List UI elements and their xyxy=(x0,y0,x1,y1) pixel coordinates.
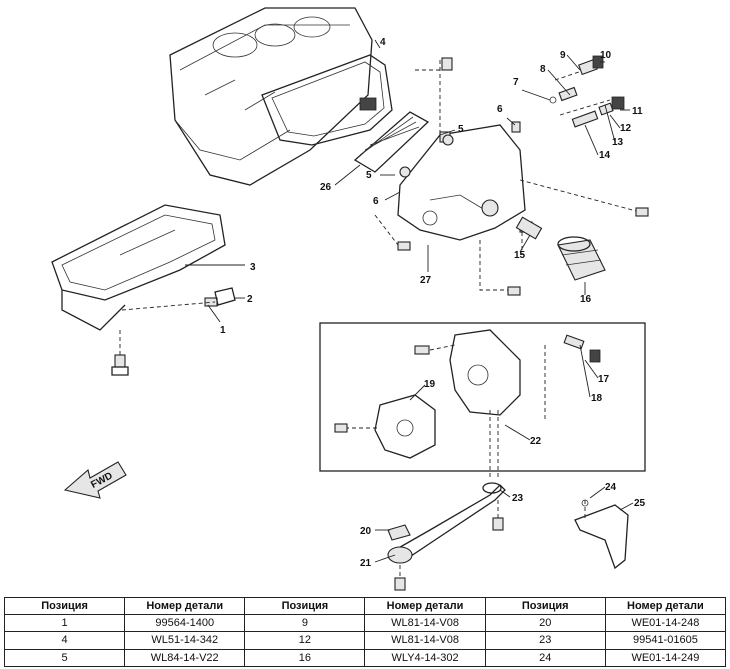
callout-22: 22 xyxy=(530,436,542,447)
oil-pan-3 xyxy=(51,204,236,331)
baffle-25 xyxy=(574,499,629,570)
drain-bolt xyxy=(111,301,216,376)
oil-strainer-21 xyxy=(387,482,506,591)
callout-17: 17 xyxy=(598,374,610,385)
part-numbers-table: Позиция Номер детали Позиция Номер детал… xyxy=(3,597,727,668)
callout-3: 3 xyxy=(250,262,256,273)
callout-24: 24 xyxy=(605,482,617,493)
table-cell: 1 xyxy=(3,613,126,633)
pump-cover-19 xyxy=(334,394,436,459)
callout-12: 12 xyxy=(620,123,632,134)
callout-labels: 1 2 3 4 5 5 6 6 7 8 9 10 11 12 13 14 15 … xyxy=(220,37,646,569)
table-cell: WE01-14-249 xyxy=(604,648,727,668)
callout-2: 2 xyxy=(247,294,253,305)
table-cell: WE01-14-248 xyxy=(604,613,727,633)
pump-inset-frame xyxy=(319,322,646,472)
header-position-3: Позиция xyxy=(484,597,606,615)
callout-25: 25 xyxy=(634,498,646,509)
callout-21: 21 xyxy=(360,558,372,569)
callout-15: 15 xyxy=(514,250,526,261)
callout-11: 11 xyxy=(632,106,643,117)
callout-23: 23 xyxy=(512,493,524,504)
callout-18: 18 xyxy=(591,393,603,404)
table-cell: 24 xyxy=(484,648,606,668)
table-cell: WL84-14-V22 xyxy=(124,648,246,668)
oil-pump-body xyxy=(397,57,526,241)
table-cell: 16 xyxy=(244,648,366,668)
header-position-1: Позиция xyxy=(3,597,126,615)
header-part-number-2: Номер детали xyxy=(364,597,486,615)
relief-valve-parts xyxy=(374,55,649,296)
table-cell: 4 xyxy=(3,631,126,650)
table-cell: WL81-14-V08 xyxy=(364,613,486,633)
table-cell: 12 xyxy=(244,631,366,650)
callout-7: 7 xyxy=(513,77,519,88)
callout-13: 13 xyxy=(612,137,624,148)
oil-cooler-26 xyxy=(353,111,430,173)
table-cell: WLY4-14-302 xyxy=(364,648,486,668)
table-cell: WL81-14-V08 xyxy=(364,631,486,650)
table-cell: 9 xyxy=(244,613,366,633)
callout-26: 26 xyxy=(320,182,332,193)
callout-6a: 6 xyxy=(373,196,379,207)
header-part-number-3: Номер детали xyxy=(604,597,727,615)
header-position-2: Позиция xyxy=(244,597,366,615)
table-cell: 20 xyxy=(484,613,606,633)
pump-connector-lines xyxy=(489,410,499,480)
gasket-4 xyxy=(261,54,393,146)
oil-pump-22 xyxy=(414,329,601,420)
table-cell: 5 xyxy=(3,648,126,668)
table-cell: WL51-14-342 xyxy=(124,631,246,650)
header-part-number-1: Номер детали xyxy=(124,597,246,615)
callout-14: 14 xyxy=(599,150,611,161)
table-cell: 99564-1400 xyxy=(124,613,246,633)
callout-27: 27 xyxy=(420,275,432,286)
oil-filter-16 xyxy=(557,236,606,281)
callout-1: 1 xyxy=(220,325,226,336)
table-cell: 99541-01605 xyxy=(604,631,727,650)
table-row: 5 WL84-14-V22 16 WLY4-14-302 24 WE01-14-… xyxy=(3,648,727,668)
table-row: 4 WL51-14-342 12 WL81-14-V08 23 99541-01… xyxy=(3,631,727,650)
engine-block xyxy=(169,7,373,186)
callout-10: 10 xyxy=(600,50,612,61)
table-cell: 23 xyxy=(484,631,606,650)
table-header-row: Позиция Номер детали Позиция Номер детал… xyxy=(3,597,727,615)
callout-8: 8 xyxy=(540,64,546,75)
callout-6b: 6 xyxy=(497,104,503,115)
oil-pressure-switch-15 xyxy=(515,216,543,240)
callout-5a: 5 xyxy=(458,124,464,135)
exploded-parts-diagram: FWD 1 2 3 4 5 xyxy=(51,7,649,591)
callout-9: 9 xyxy=(560,50,566,61)
table-row: 1 99564-1400 9 WL81-14-V08 20 WE01-14-24… xyxy=(3,613,727,633)
leader-lines xyxy=(185,39,634,563)
callout-16: 16 xyxy=(580,294,592,305)
callout-20: 20 xyxy=(360,526,372,537)
callout-19: 19 xyxy=(424,379,436,390)
forward-arrow-icon: FWD xyxy=(63,461,127,499)
callout-4: 4 xyxy=(380,37,386,48)
callout-5b: 5 xyxy=(366,170,372,181)
